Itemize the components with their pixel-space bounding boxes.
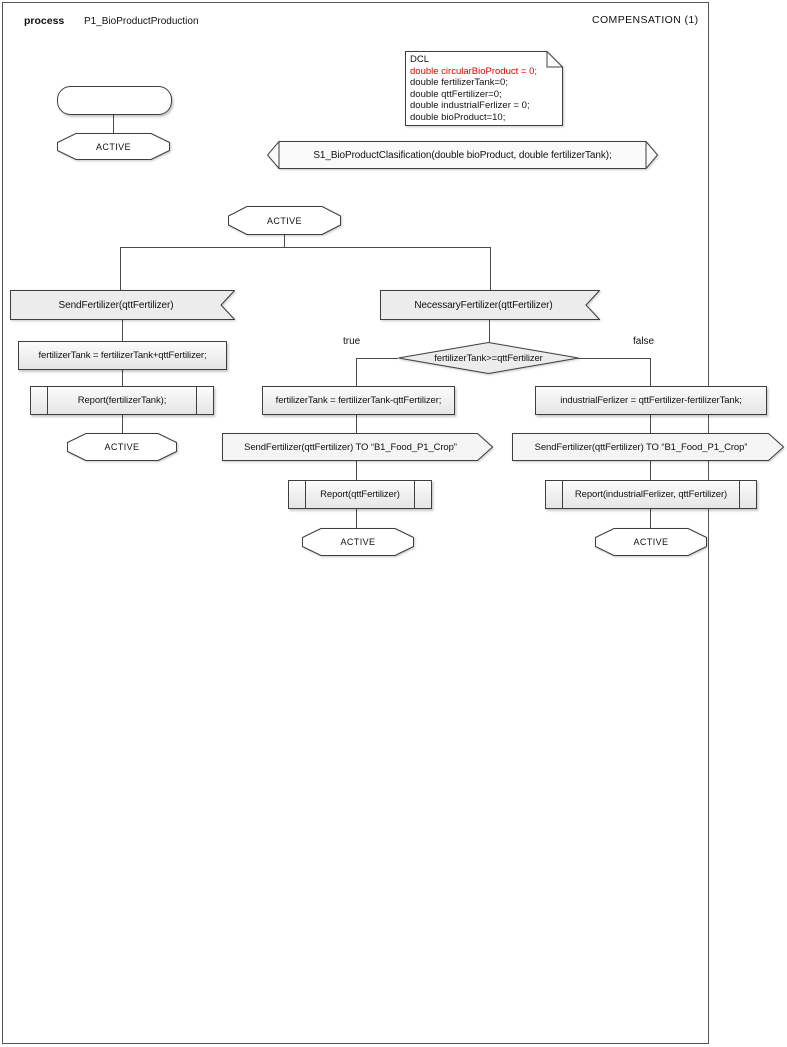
state-shape — [595, 528, 707, 556]
output-label: SendFertilizer(qttFertilizer) TO “B1_Foo… — [244, 441, 457, 453]
state-true-end: ACTIVE — [302, 528, 414, 556]
connector-false-branch — [578, 358, 650, 359]
dcl-line: double qttFertilizer=0; — [410, 88, 502, 100]
dcl-line: double fertilizerTank=0; — [410, 77, 508, 88]
page-border — [2, 2, 709, 1044]
connector — [120, 247, 121, 290]
decision-fertilizer-check: fertilizerTank>=qttFertilizer — [398, 342, 579, 374]
state-shape — [57, 133, 170, 160]
state-shape — [228, 206, 341, 235]
page-label: COMPENSATION (1) — [592, 14, 699, 26]
connector — [122, 413, 123, 433]
connector — [650, 508, 651, 528]
input-label: NecessaryFertilizer(qttFertilizer) — [414, 299, 553, 311]
state-label: ACTIVE — [267, 215, 302, 226]
connector — [489, 320, 490, 342]
state-label: ACTIVE — [104, 442, 140, 452]
branch-true-label: true — [343, 336, 361, 347]
connector-true-branch — [356, 358, 398, 359]
procedure-bar — [739, 481, 740, 508]
dcl-line-highlighted: double circularBioProduct = 0; — [410, 65, 538, 77]
connector — [650, 461, 651, 480]
procedure-report-true: Report(qttFertilizer) — [288, 480, 432, 509]
connector — [113, 113, 114, 133]
state-shape — [67, 433, 177, 461]
connector-false-branch — [650, 358, 651, 386]
procedure-bar — [305, 481, 306, 508]
signal-shape — [267, 141, 658, 169]
input-send-fertilizer: SendFertilizer(qttFertilizer) — [10, 290, 235, 320]
procedure-label: Report(industrialFerlizer, qttFertilizer… — [574, 489, 728, 500]
output-shape — [222, 433, 493, 461]
procedure-bar — [196, 387, 197, 414]
procedure-bar — [414, 481, 415, 508]
start-symbol — [57, 86, 172, 115]
state-initial: ACTIVE — [57, 133, 170, 160]
procedure-bar — [562, 481, 563, 508]
procedure-label: Report(fertilizerTank); — [77, 395, 167, 406]
connector — [122, 320, 123, 341]
task-label: industrialFerlizer = qttFertilizer-ferti… — [560, 395, 742, 406]
dcl-title: DCL — [410, 54, 430, 65]
input-shape — [10, 290, 235, 320]
procedure-label: Report(qttFertilizer) — [320, 489, 400, 500]
dcl-line: double bioProduct=10; — [410, 111, 506, 123]
declaration-box: DCL double circularBioProduct = 0; doubl… — [405, 51, 563, 126]
connector — [120, 247, 490, 248]
state-label: ACTIVE — [340, 537, 376, 547]
state-label: ACTIVE — [633, 537, 669, 547]
output-label: SendFertilizer(qttFertilizer) TO “B1_Foo… — [534, 441, 748, 453]
decision-shape — [398, 342, 579, 374]
connector — [122, 368, 123, 386]
input-shape — [380, 290, 600, 320]
input-label: SendFertilizer(qttFertilizer) — [58, 299, 174, 311]
connector — [356, 413, 357, 433]
dcl-line: double industrialFerlizer = 0; — [410, 100, 530, 111]
task-label: fertilizerTank = fertilizerTank+qttFerti… — [38, 350, 207, 361]
text-symbol-shape — [405, 51, 563, 126]
procedure-bar — [47, 387, 48, 414]
state-label: ACTIVE — [96, 141, 131, 152]
output-send-fertilizer-false: SendFertilizer(qttFertilizer) TO “B1_Foo… — [512, 433, 784, 461]
connector — [490, 247, 491, 290]
procedure-report-false: Report(industrialFerlizer, qttFertilizer… — [545, 480, 757, 509]
input-necessary-fertilizer: NecessaryFertilizer(qttFertilizer) — [380, 290, 600, 320]
task-label: fertilizerTank = fertilizerTank-qttFerti… — [275, 395, 442, 406]
process-kind-label: process — [24, 15, 65, 27]
state-left-end: ACTIVE — [67, 433, 177, 461]
branch-false-label: false — [633, 336, 655, 347]
state-false-end: ACTIVE — [595, 528, 707, 556]
process-name: P1_BioProductProduction — [84, 16, 199, 27]
output-send-fertilizer-true: SendFertilizer(qttFertilizer) TO “B1_Foo… — [222, 433, 493, 461]
connector — [356, 461, 357, 480]
signal-label: S1_BioProductClasification(double bioPro… — [313, 149, 612, 161]
signal-declaration-s1: S1_BioProductClasification(double bioPro… — [267, 141, 658, 169]
connector — [650, 413, 651, 433]
decision-label: fertilizerTank>=qttFertilizer — [434, 352, 543, 364]
connector — [356, 508, 357, 528]
task-subtract-fertilizer: fertilizerTank = fertilizerTank-qttFerti… — [262, 386, 455, 415]
state-main: ACTIVE — [228, 206, 341, 235]
procedure-report-left: Report(fertilizerTank); — [30, 386, 214, 415]
connector — [284, 235, 285, 247]
output-shape — [512, 433, 784, 461]
connector-true-branch — [356, 358, 357, 386]
task-add-fertilizer: fertilizerTank = fertilizerTank+qttFerti… — [18, 341, 227, 370]
state-shape — [302, 528, 414, 556]
task-industrial-fertilizer: industrialFerlizer = qttFertilizer-ferti… — [535, 386, 767, 415]
